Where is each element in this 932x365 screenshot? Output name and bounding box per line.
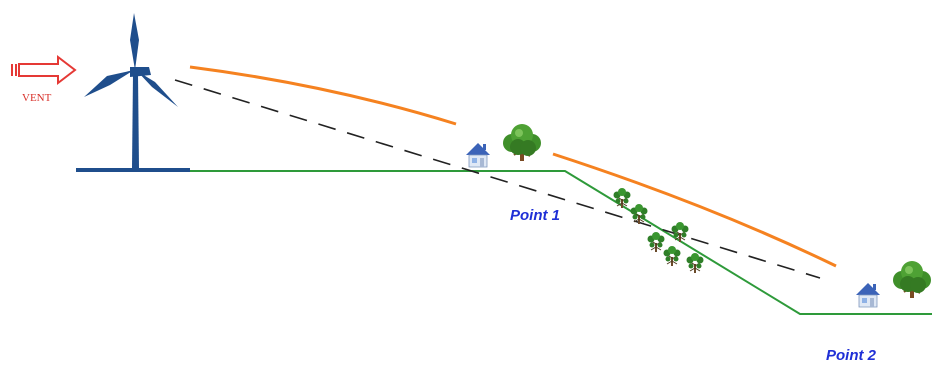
tree-icon bbox=[663, 245, 681, 267]
tree-icon bbox=[630, 203, 648, 225]
wind-label: VENT bbox=[22, 92, 52, 104]
tree-icon bbox=[686, 252, 704, 274]
tree-icon bbox=[671, 221, 689, 243]
house-icon bbox=[465, 142, 491, 168]
wind-turbine-icon bbox=[76, 13, 190, 172]
wind-arrow-icon bbox=[11, 54, 77, 86]
point-1-label: Point 1 bbox=[510, 207, 560, 224]
ground-line bbox=[78, 170, 932, 315]
tree-icon bbox=[647, 231, 665, 253]
orange-line-lower bbox=[552, 152, 837, 268]
orange-line-upper bbox=[189, 65, 457, 126]
tree-icon bbox=[892, 260, 932, 299]
house-icon bbox=[855, 282, 881, 308]
dashed-line bbox=[174, 79, 821, 279]
point-2-label: Point 2 bbox=[826, 347, 877, 364]
tree-icon bbox=[502, 123, 542, 162]
slope-trees bbox=[613, 187, 704, 274]
tree-icon bbox=[613, 187, 631, 209]
